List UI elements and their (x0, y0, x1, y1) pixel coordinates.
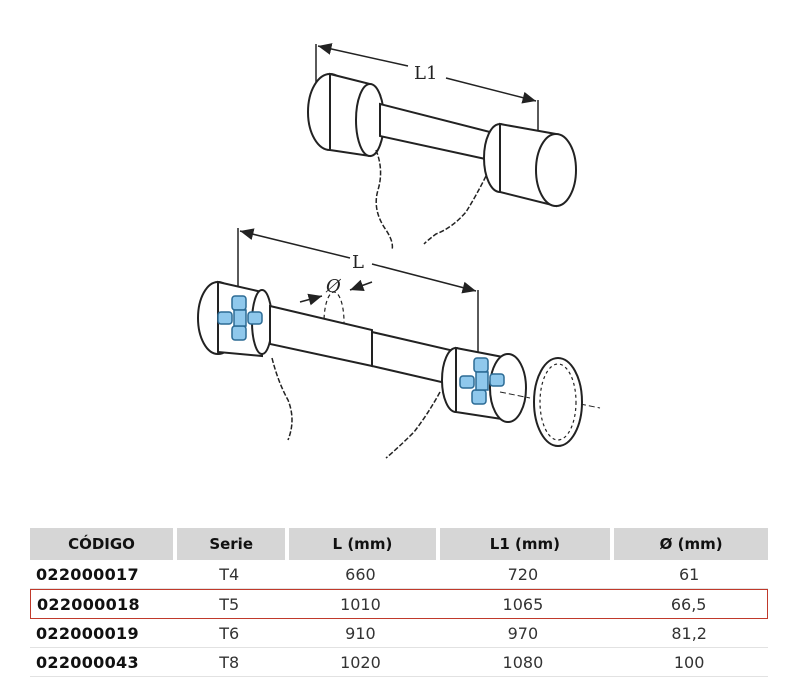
cell-code: 022000043 (30, 648, 173, 677)
cell-serie: T5 (173, 589, 286, 619)
cell-diameter: 81,2 (610, 619, 768, 648)
header-l: L (mm) (285, 528, 436, 560)
cell-diameter: 66,5 (610, 589, 768, 619)
cell-serie: T4 (173, 560, 286, 589)
bottom-shaft (197, 228, 601, 459)
cell-l: 910 (285, 619, 436, 648)
cell-l1: 970 (435, 619, 611, 648)
cell-l: 660 (285, 560, 436, 589)
universal-joint-left-icon (217, 295, 263, 341)
spec-table: CÓDIGO Serie L (mm) L1 (mm) Ø (mm) 02200… (30, 528, 768, 677)
table-row: 022000019 T6 910 970 81,2 (30, 619, 768, 648)
cell-l1: 720 (435, 560, 611, 589)
cell-diameter: 61 (610, 560, 768, 589)
table-row: 022000017 T4 660 720 61 (30, 560, 768, 589)
universal-joint-right-icon (459, 357, 505, 405)
table-header-row: CÓDIGO Serie L (mm) L1 (mm) Ø (mm) (30, 528, 768, 560)
shaft-illustration: L1 (197, 43, 601, 459)
cell-diameter: 100 (610, 648, 768, 677)
cell-serie: T6 (173, 619, 286, 648)
top-dimension-label: L1 (414, 63, 437, 84)
table-row-highlighted: 022000018 T5 1010 1065 66,5 (30, 589, 768, 619)
header-l1: L1 (mm) (435, 528, 611, 560)
cell-l: 1010 (285, 589, 436, 619)
cell-code: 022000018 (30, 589, 173, 619)
diameter-label: Ø (325, 276, 342, 297)
header-codigo: CÓDIGO (30, 528, 173, 560)
top-shaft (307, 43, 577, 251)
table-row: 022000043 T8 1020 1080 100 (30, 648, 768, 677)
cell-l: 1020 (285, 648, 436, 677)
header-serie: Serie (173, 528, 286, 560)
bottom-dimension-label: L (352, 252, 364, 273)
cell-l1: 1065 (435, 589, 611, 619)
cell-l1: 1080 (435, 648, 611, 677)
cell-serie: T8 (173, 648, 286, 677)
header-diameter: Ø (mm) (610, 528, 768, 560)
cell-code: 022000017 (30, 560, 173, 589)
cell-code: 022000019 (30, 619, 173, 648)
